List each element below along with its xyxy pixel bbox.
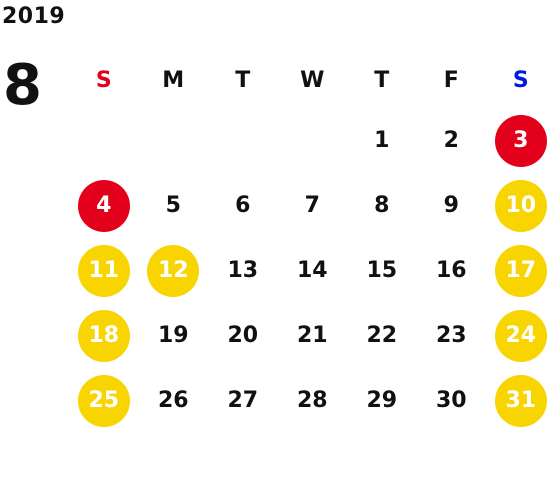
calendar-month: 8 — [3, 53, 42, 118]
calendar-day-cell[interactable]: 5 — [139, 173, 209, 238]
calendar-year: 2019 — [2, 4, 66, 29]
weekday-saturday: S — [512, 67, 529, 93]
calendar-day-yellow-circle: 25 — [77, 374, 130, 427]
calendar-day-yellow-circle: 12 — [147, 244, 200, 297]
calendar-day: 22 — [366, 323, 398, 348]
weekday-monday: M — [162, 67, 185, 93]
calendar-day-cell[interactable]: 22 — [347, 303, 417, 368]
calendar-day: 2 — [443, 128, 459, 153]
calendar-day-yellow-circle: 17 — [494, 244, 547, 297]
calendar-day-cell[interactable]: 20 — [208, 303, 278, 368]
calendar-day-cell[interactable]: 23 — [417, 303, 487, 368]
calendar-day: 6 — [235, 193, 251, 218]
calendar-day-cell[interactable]: 30 — [417, 368, 487, 433]
calendar-day-yellow-circle: 11 — [77, 244, 130, 297]
calendar-day: 23 — [435, 323, 467, 348]
calendar-day-cell[interactable]: 28 — [278, 368, 348, 433]
calendar-day-cell[interactable]: 11 — [69, 238, 139, 303]
calendar-day-cell[interactable]: 27 — [208, 368, 278, 433]
calendar-day-cell[interactable]: 19 — [139, 303, 209, 368]
calendar-day-red-circle: 3 — [494, 114, 547, 167]
calendar-day: 29 — [366, 388, 398, 413]
calendar-day-cell[interactable]: 2 — [417, 108, 487, 173]
calendar-day: 21 — [296, 323, 328, 348]
calendar-day-cell[interactable]: 21 — [278, 303, 348, 368]
calendar-day: 13 — [227, 258, 259, 283]
calendar-day-yellow-circle: 18 — [77, 309, 130, 362]
weekday-sunday: S — [95, 67, 112, 93]
calendar-day-cell[interactable]: 7 — [278, 173, 348, 238]
calendar-day: 15 — [366, 258, 398, 283]
calendar-day: 20 — [227, 323, 259, 348]
calendar-day-cell[interactable]: 4 — [69, 173, 139, 238]
calendar-blank-cell — [208, 108, 278, 173]
calendar-day: 19 — [157, 323, 189, 348]
calendar-day: 5 — [165, 193, 181, 218]
calendar-day: 16 — [435, 258, 467, 283]
calendar-day-cell[interactable]: 29 — [347, 368, 417, 433]
calendar-day-cell[interactable]: 17 — [486, 238, 548, 303]
calendar-day-yellow-circle: 24 — [494, 309, 547, 362]
calendar-day-cell[interactable]: 12 — [139, 238, 209, 303]
calendar-blank-cell — [69, 108, 139, 173]
calendar-blank-cell — [139, 108, 209, 173]
calendar-day-cell[interactable]: 14 — [278, 238, 348, 303]
calendar-day-cell[interactable]: 1 — [347, 108, 417, 173]
calendar-day-cell[interactable]: 18 — [69, 303, 139, 368]
calendar-day: 30 — [435, 388, 467, 413]
calendar-day-red-circle: 4 — [77, 179, 130, 232]
calendar-day-cell[interactable]: 16 — [417, 238, 487, 303]
calendar-day: 26 — [157, 388, 189, 413]
weekday-friday: F — [443, 67, 459, 93]
calendar-day-cell[interactable]: 25 — [69, 368, 139, 433]
calendar-day-cell[interactable]: 3 — [486, 108, 548, 173]
calendar-day: 8 — [374, 193, 390, 218]
calendar-day: 7 — [304, 193, 320, 218]
calendar-day-yellow-circle: 31 — [494, 374, 547, 427]
calendar-day-cell[interactable]: 13 — [208, 238, 278, 303]
calendar-blank-cell — [278, 108, 348, 173]
weekday-tuesday: T — [235, 67, 251, 93]
calendar-day-cell[interactable]: 15 — [347, 238, 417, 303]
calendar-day: 14 — [296, 258, 328, 283]
calendar-day-cell[interactable]: 8 — [347, 173, 417, 238]
calendar-day-cell[interactable]: 10 — [486, 173, 548, 238]
calendar-day-cell[interactable]: 24 — [486, 303, 548, 368]
calendar-day-cell[interactable]: 26 — [139, 368, 209, 433]
weekday-thursday: T — [374, 67, 390, 93]
weekday-wednesday: W — [300, 67, 325, 93]
calendar-day-yellow-circle: 10 — [494, 179, 547, 232]
calendar-day-cell[interactable]: 9 — [417, 173, 487, 238]
calendar-day: 9 — [443, 193, 459, 218]
calendar-day-cell[interactable]: 31 — [486, 368, 548, 433]
calendar-day-cell[interactable]: 6 — [208, 173, 278, 238]
calendar-day: 28 — [296, 388, 328, 413]
calendar-day: 1 — [374, 128, 390, 153]
calendar-day: 27 — [227, 388, 259, 413]
